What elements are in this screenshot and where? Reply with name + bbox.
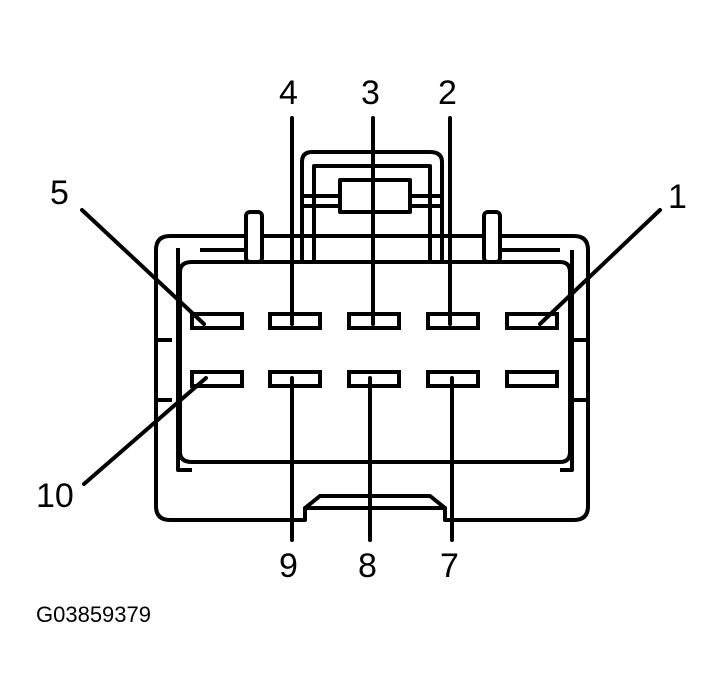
pin-label-9: 9 xyxy=(279,547,298,585)
pin-label-7: 7 xyxy=(440,547,459,585)
leader-line-5 xyxy=(80,208,206,326)
leader-lines xyxy=(80,116,662,542)
connector-left-notch xyxy=(156,338,172,402)
pin-label-2: 2 xyxy=(438,74,457,112)
terminal-slot-6 xyxy=(505,370,559,388)
bottom-key xyxy=(303,494,447,510)
left-post xyxy=(244,210,264,264)
leader-line-10 xyxy=(82,376,208,486)
terminal-slot-8 xyxy=(347,370,401,388)
connector-right-rib xyxy=(560,250,574,472)
terminal-slot-10 xyxy=(190,370,244,388)
pin-label-8: 8 xyxy=(358,547,377,585)
terminal-slot-4 xyxy=(268,312,322,330)
leader-line-1 xyxy=(538,208,662,326)
connector-left-rib xyxy=(176,248,192,472)
connector-bottom-key xyxy=(303,494,447,510)
pin-label-1: 1 xyxy=(668,178,687,216)
housing-posts xyxy=(200,210,560,264)
pin-label-5: 5 xyxy=(50,174,69,212)
pin-label-10: 10 xyxy=(36,477,74,515)
right-post xyxy=(482,210,502,264)
connector-inner-cavity xyxy=(178,260,572,464)
pin-label-4: 4 xyxy=(279,74,298,112)
terminal-slot-2 xyxy=(426,312,480,330)
pin-label-3: 3 xyxy=(361,74,380,112)
terminal-slots xyxy=(190,312,559,388)
figure-code: G03859379 xyxy=(36,602,151,627)
terminal-slot-9 xyxy=(268,370,322,388)
connector-right-notch xyxy=(572,338,588,402)
